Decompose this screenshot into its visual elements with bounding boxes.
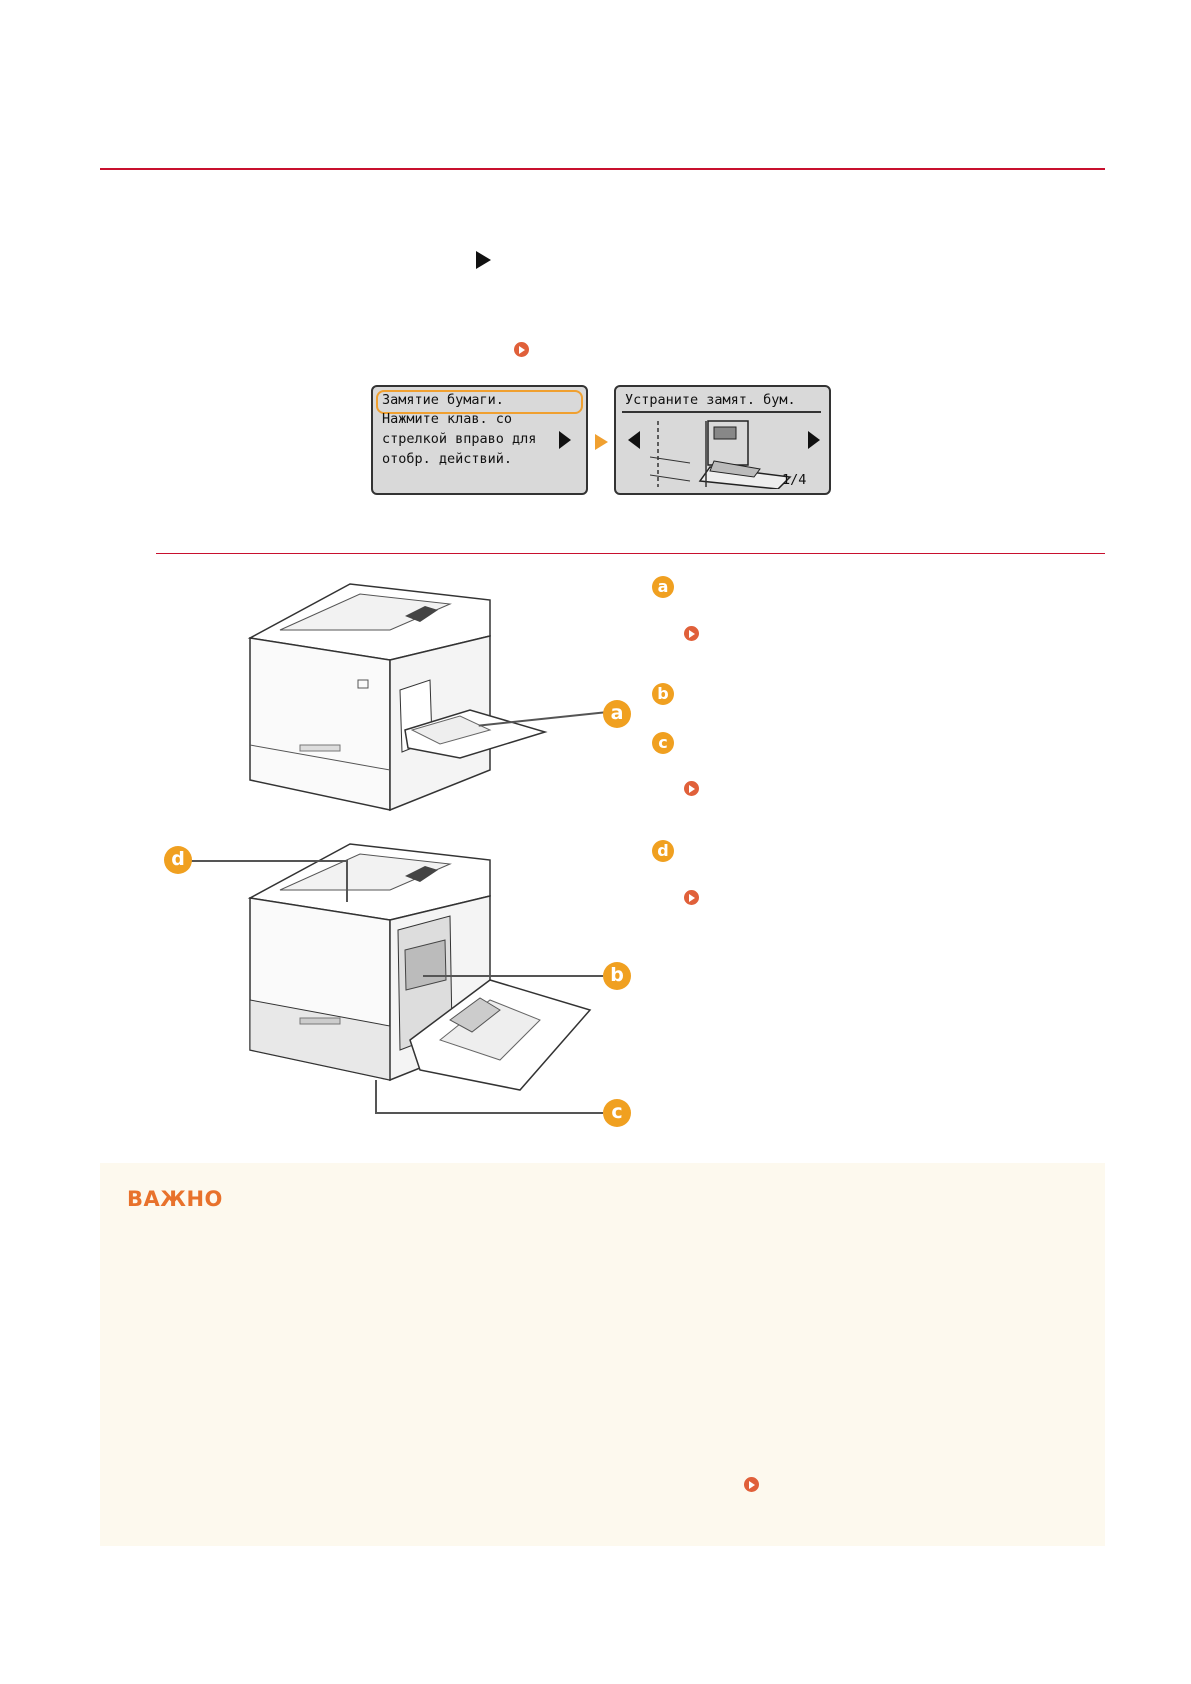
callout-line-d <box>170 860 348 862</box>
lcd-screen-remove-jam: Устраните замят. бум. 1/4 <box>614 385 831 495</box>
important-title: ВАЖНО <box>127 1187 223 1211</box>
lcd-selection-highlight <box>376 390 583 414</box>
lcd-screen-paper-jam: Замятие бумаги. Нажмите клав. со стрелко… <box>371 385 588 495</box>
lcd-line: Замятие бумаги. <box>382 392 504 408</box>
legend-badge-c: c <box>652 732 674 754</box>
lcd-line: Нажмите клав. со <box>382 411 513 427</box>
legend-badge-d: d <box>652 840 674 862</box>
lcd-title-underline <box>622 411 821 413</box>
legend-badge-b: b <box>652 683 674 705</box>
right-arrow-key-icon <box>476 251 491 269</box>
lcd-title: Устраните замят. бум. <box>625 392 796 408</box>
link-arrow-icon[interactable] <box>514 342 529 357</box>
left-arrow-icon <box>628 431 640 449</box>
callout-badge-a: a <box>603 700 631 728</box>
callout-badge-c: c <box>603 1099 631 1127</box>
flow-arrow-icon <box>595 434 608 450</box>
lcd-page-indicator: 1/4 <box>782 472 807 488</box>
right-arrow-icon <box>808 431 820 449</box>
callout-line-c-vertical <box>375 1080 377 1114</box>
section-divider <box>156 553 1105 554</box>
callout-badge-d: d <box>164 846 192 874</box>
callout-badge-b: b <box>603 962 631 990</box>
printer-illustration-open <box>247 843 592 1091</box>
lcd-line: отобр. действий. <box>382 451 513 467</box>
right-arrow-icon <box>559 431 571 449</box>
link-arrow-icon[interactable] <box>744 1477 759 1492</box>
paper-jam-illustration <box>650 420 792 489</box>
lcd-line: стрелкой вправо для <box>382 431 537 447</box>
section-divider <box>100 168 1105 170</box>
link-arrow-icon[interactable] <box>684 890 699 905</box>
callout-line-d-vertical <box>346 860 348 902</box>
important-notice: ВАЖНО <box>100 1163 1105 1546</box>
printer-illustration-front <box>247 583 548 812</box>
link-arrow-icon[interactable] <box>684 626 699 641</box>
callout-line-c <box>375 1112 603 1114</box>
link-arrow-icon[interactable] <box>684 781 699 796</box>
callout-line-b <box>423 975 603 977</box>
legend-badge-a: a <box>652 576 674 598</box>
